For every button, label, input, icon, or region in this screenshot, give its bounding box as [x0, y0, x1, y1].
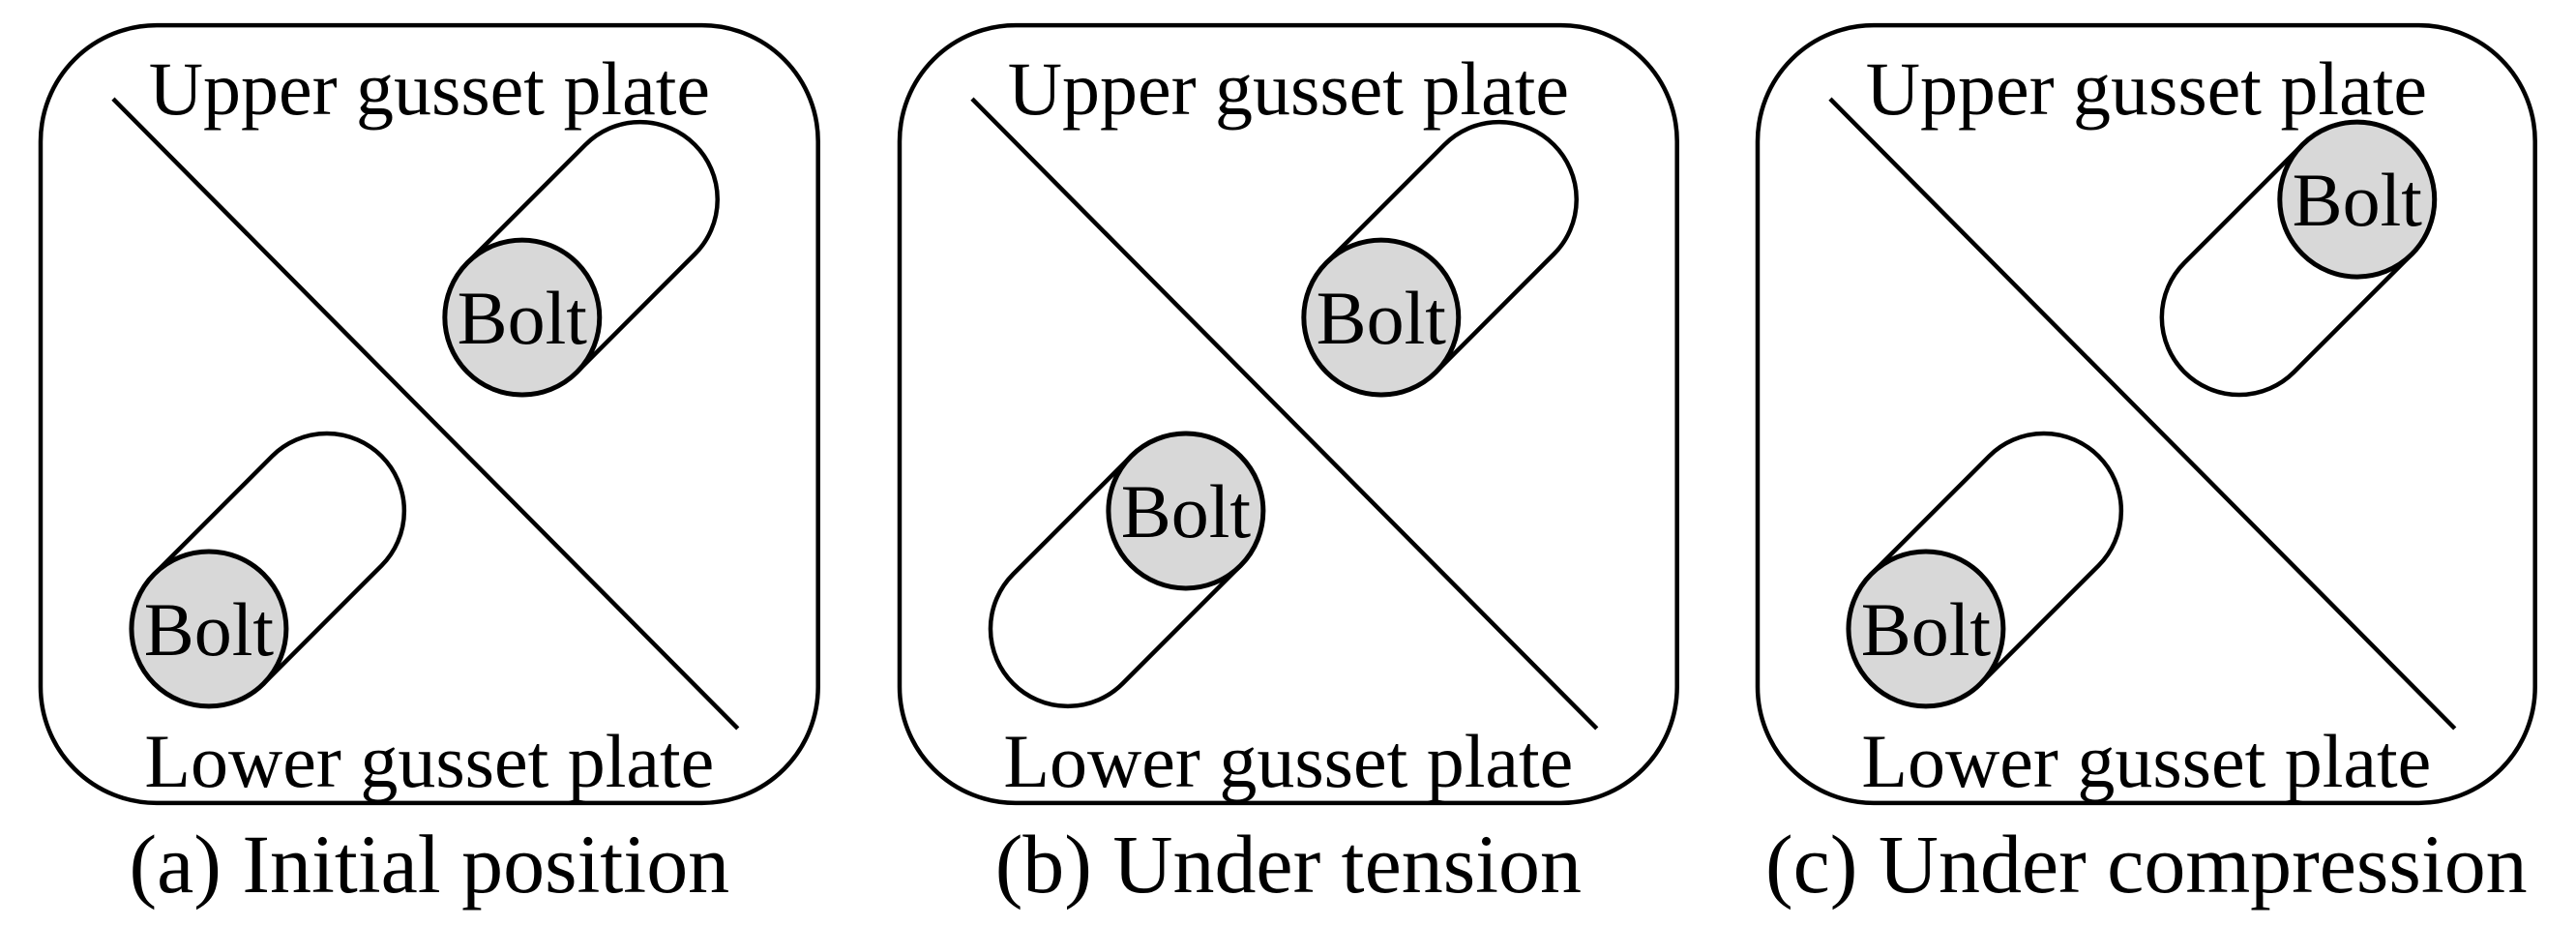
panel-under-tension: Upper gusset plate Lower gusset plate Bo…	[859, 0, 1718, 926]
lower-gusset-plate-label: Lower gusset plate	[1862, 720, 2432, 803]
lower-bolt	[129, 549, 289, 709]
upper-slotted-hole	[442, 119, 720, 398]
upper-bolt	[442, 237, 603, 398]
upper-gusset-plate-label: Upper gusset plate	[1866, 47, 2427, 131]
panel-caption: (a) Initial position	[130, 818, 730, 911]
panel-caption: (c) Under compression	[1765, 818, 2528, 911]
upper-gusset-plate-label: Upper gusset plate	[1007, 47, 1568, 131]
plate-boundary-diagonal-line	[111, 97, 740, 731]
upper-bolt-label: Bolt	[2293, 159, 2423, 242]
gusset-plate-outline	[1756, 22, 2538, 806]
plate-boundary-diagonal-line	[970, 97, 1598, 731]
upper-gusset-plate-label: Upper gusset plate	[149, 47, 710, 131]
lower-bolt	[1106, 431, 1266, 591]
upper-bolt-label: Bolt	[458, 277, 588, 360]
upper-slotted-hole	[2159, 119, 2438, 398]
gusset-plate-outline	[38, 22, 820, 806]
lower-slotted-hole	[129, 431, 407, 709]
panel-initial-position: Upper gusset plate Lower gusset plate Bo…	[0, 0, 859, 926]
lower-bolt	[1846, 549, 2006, 709]
lower-bolt-label: Bolt	[1861, 588, 1992, 672]
gusset-plate-outline	[897, 22, 1679, 806]
upper-slotted-hole	[1301, 119, 1579, 398]
lower-gusset-plate-label: Lower gusset plate	[144, 720, 714, 803]
lower-bolt-label: Bolt	[1120, 470, 1251, 553]
upper-bolt	[2277, 119, 2438, 280]
lower-slotted-hole	[988, 431, 1265, 709]
plate-boundary-diagonal-line	[1828, 97, 2457, 731]
lower-bolt-label: Bolt	[144, 588, 275, 672]
panel-under-compression: Upper gusset plate Lower gusset plate Bo…	[1717, 0, 2576, 926]
upper-bolt-label: Bolt	[1316, 277, 1446, 360]
panel-caption: (b) Under tension	[994, 818, 1581, 911]
lower-slotted-hole	[1847, 431, 2124, 709]
lower-gusset-plate-label: Lower gusset plate	[1003, 720, 1573, 803]
upper-bolt	[1301, 237, 1461, 398]
